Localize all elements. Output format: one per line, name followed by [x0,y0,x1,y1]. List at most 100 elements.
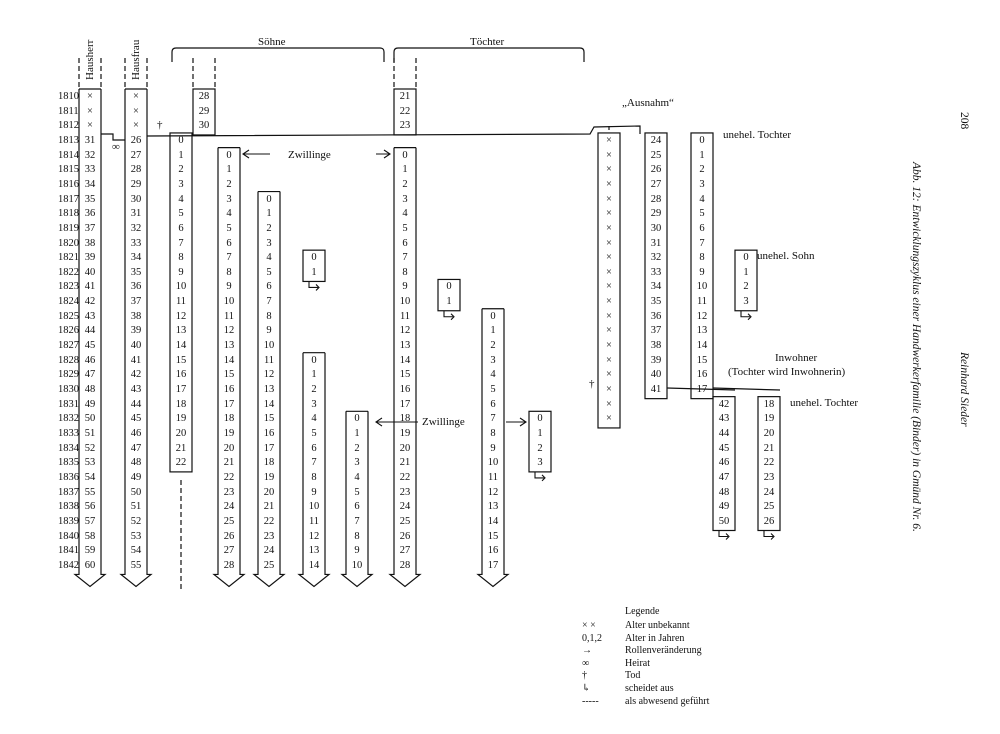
age-cell-sohn2: 0 [226,149,232,161]
age-cell-sohn1: 7 [178,237,184,249]
age-cell-tochter3: 6 [490,398,496,410]
age-cell-hausherr: 40 [84,266,96,278]
age-cell-sohn1: 2 [178,164,184,176]
age-cell-tochter2: 1 [446,296,452,308]
age-cell-inwohner-a: 42 [718,398,730,410]
age-cell-hausfrau: 33 [130,237,142,249]
age-cell-hausherr: 41 [84,281,96,293]
legend-symbol: → [582,645,592,657]
age-cell-sohn3: 0 [266,193,272,205]
age-cell-hausherr: 43 [84,310,96,322]
column-box-tochter4 [528,410,552,473]
age-cell-hausfrau: 27 [130,149,142,161]
zwillinge-arrow-left [242,149,270,159]
age-cell-ausnahm-x: × [606,413,612,425]
age-cell-ausnahm-age: 28 [650,193,662,205]
age-cell-inwohner-b: 18 [763,398,775,410]
age-cell-ausnahm-x: × [606,354,612,366]
year-label: 1817 [58,193,79,205]
age-cell-sohn2: 22 [223,471,235,483]
age-cell-hausherr: × [87,120,93,132]
age-cell-tochter3: 1 [490,325,496,337]
age-cell-tochter-alt: 21 [399,91,411,102]
age-cell-ausnahm-age: 32 [650,252,662,264]
age-cell-hausherr: 58 [84,530,96,542]
column-arrow-tochter1 [388,147,422,588]
age-cell-ausnahm-age: 36 [650,310,662,322]
age-cell-sohn3: 21 [263,501,275,513]
year-label: 1835 [58,457,79,469]
age-cell-sohn2: 18 [223,413,235,425]
inwohner-link-b [712,387,781,391]
age-cell-sohn-alt: 29 [198,105,210,117]
age-cell-tochter4: 2 [537,442,543,454]
ausnahm-link [146,125,641,137]
age-cell-hausherr: 38 [84,237,96,249]
age-cell-sohn1: 3 [178,178,184,190]
age-cell-ausnahm-x: × [606,252,612,264]
age-cell-hausfrau: 26 [130,134,142,146]
age-cell-tochter1: 16 [399,384,411,395]
age-cell-hausfrau: 52 [130,515,142,527]
age-cell-sohn6: 6 [354,501,360,513]
age-cell-sohn1: 18 [175,398,187,410]
column-arrow-sohn6 [340,411,374,588]
exit-arrowhead-tochter2 [450,313,455,321]
age-cell-sohn5: 11 [308,515,320,527]
header-hausfrau: Hausfrau [130,39,142,80]
zwillinge-arrow-left-2 [375,417,418,427]
age-cell-hausfrau: 44 [130,398,142,410]
age-cell-inwohner-b: 20 [763,427,775,439]
age-cell-sohn5: 13 [308,545,320,557]
age-cell-sohn3: 7 [266,296,272,308]
age-cell-sohn6: 0 [354,413,360,425]
age-cell-ausnahm-x: × [606,164,612,176]
age-cell-ausnahm-x: × [606,296,612,308]
age-cell-inwohner-a: 47 [718,471,730,483]
age-cell-unehel-tochter: 8 [699,252,705,264]
age-cell-tochter3: 0 [490,310,496,322]
age-cell-sohn2: 15 [223,369,235,381]
year-label: 1819 [58,222,79,234]
age-cell-hausherr: 49 [84,398,96,410]
age-cell-sohn3: 5 [266,266,272,278]
age-cell-hausherr: 31 [84,134,96,146]
age-cell-hausfrau: 45 [130,413,142,425]
column-box-sohn1 [169,132,193,473]
age-cell-tochter1: 20 [399,442,411,454]
age-cell-sohn-alt: 28 [198,91,210,102]
age-cell-sohn3: 15 [263,413,275,425]
exit-mark-sohn4 [308,281,318,288]
age-cell-sohn3: 17 [263,442,275,454]
age-cell-hausherr: 56 [84,501,96,513]
age-cell-ausnahm-age: 31 [650,237,662,249]
age-cell-sohn2: 10 [223,296,235,308]
year-label: 1841 [58,545,79,557]
age-cell-sohn3: 10 [263,340,275,352]
age-cell-ausnahm-age: 37 [650,325,662,337]
age-cell-tochter3: 8 [490,427,496,439]
age-cell-sohn3: 4 [266,252,272,264]
age-cell-sohn4: 1 [311,266,317,278]
year-label: 1831 [58,398,79,410]
year-label: 1812 [58,120,79,132]
column-arrow-sohn5 [297,352,331,588]
age-cell-tochter-alt: 22 [399,105,411,117]
year-label: 1824 [58,296,79,308]
age-cell-hausfrau: 31 [130,208,142,220]
age-cell-sohn2: 3 [226,193,232,205]
age-cell-sohn1: 19 [175,413,187,425]
age-cell-sohn1: 17 [175,384,187,395]
exit-mark-inwohner-a [718,530,728,538]
age-cell-tochter1: 27 [399,545,411,557]
age-cell-tochter1: 5 [402,222,408,234]
year-label: 1813 [58,134,79,146]
age-cell-tochter2: 0 [446,281,452,293]
age-cell-sohn1: 22 [175,457,187,469]
age-cell-hausherr: 33 [84,164,96,176]
exit-mark-tochter4 [534,471,544,479]
age-cell-sohn5: 3 [311,398,317,410]
age-cell-sohn2: 19 [223,427,235,439]
age-cell-hausfrau: 32 [130,222,142,234]
column-arrow-sohn3 [252,191,286,588]
